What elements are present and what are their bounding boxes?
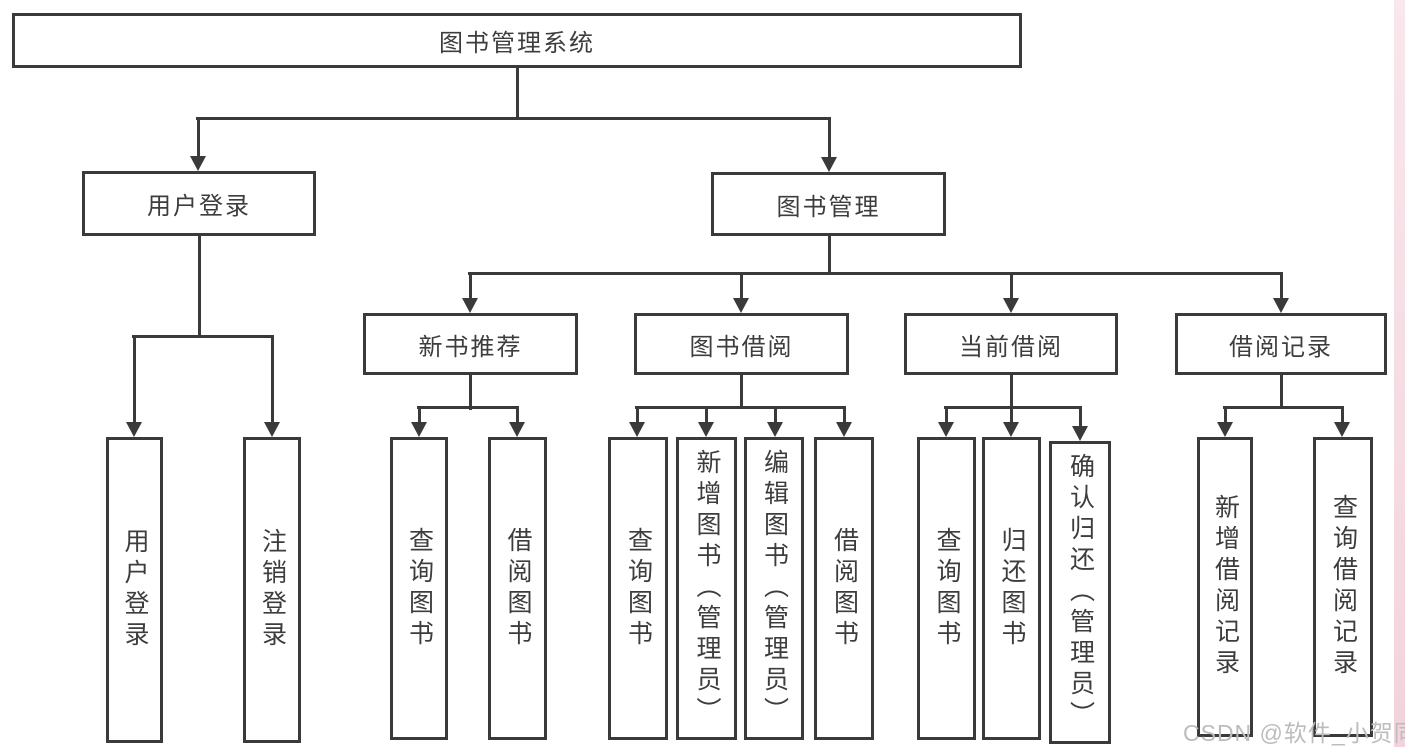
- arrowhead-down-icon: [1072, 426, 1088, 441]
- connector-line: [827, 236, 831, 275]
- connector-line: [515, 68, 519, 120]
- arrowhead-down-icon: [821, 157, 837, 172]
- leaf-cb-confirm-return-label: 确认归还（管理员）: [1066, 453, 1095, 732]
- leaf-br-query-record: 查询借阅记录: [1313, 437, 1373, 737]
- leaf-cb-query-book: 查询图书: [917, 437, 976, 740]
- node-user-login-label: 用户登录: [147, 193, 251, 220]
- arrowhead-down-icon: [1273, 298, 1289, 313]
- connector-line: [1009, 375, 1013, 409]
- connector-line: [417, 405, 519, 409]
- leaf-br-add-record-label: 新增借阅记录: [1211, 494, 1240, 680]
- connector-line: [1279, 375, 1283, 409]
- leaf-bb-add-book: 新增图书（管理员）: [676, 437, 737, 740]
- node-root-label: 图书管理系统: [439, 30, 595, 57]
- arrowhead-down-icon: [462, 298, 478, 313]
- leaf-bb-query-book: 查询图书: [608, 437, 668, 740]
- connector-line: [1223, 405, 1344, 409]
- leaf-br-query-record-label: 查询借阅记录: [1329, 494, 1358, 680]
- node-borrowing-records-label: 借阅记录: [1229, 333, 1333, 361]
- node-user-login: 用户登录: [82, 171, 316, 236]
- leaf-nb-borrow-book: 借阅图书: [488, 437, 547, 740]
- node-book-borrowing: 图书借阅: [634, 313, 849, 375]
- leaf-bb-borrow-book: 借阅图书: [814, 437, 874, 740]
- node-book-management-label: 图书管理: [776, 193, 881, 221]
- leaf-br-add-record: 新增借阅记录: [1197, 437, 1253, 737]
- leaf-user-login: 用户登录: [106, 437, 163, 743]
- arrowhead-down-icon: [767, 422, 783, 437]
- leaf-logout-label: 注销登录: [258, 528, 287, 652]
- connector-line: [1009, 407, 1013, 425]
- connector-line: [1279, 273, 1283, 301]
- connector-line: [1340, 407, 1344, 425]
- csdn-watermark: CSDN @软件_小贺同学: [1183, 720, 1405, 746]
- leaf-cb-confirm-return: 确认归还（管理员）: [1049, 441, 1111, 744]
- connector-line: [515, 407, 519, 425]
- connector-line: [1009, 273, 1013, 301]
- arrowhead-down-icon: [126, 422, 142, 437]
- connector-line: [944, 405, 1082, 409]
- connector-line: [704, 407, 708, 425]
- leaf-cb-return-book-label: 归还图书: [998, 526, 1026, 651]
- leaf-logout: 注销登录: [243, 437, 301, 743]
- arrowhead-down-icon: [509, 422, 525, 437]
- leaf-bb-edit-book: 编辑图书（管理员）: [744, 437, 804, 740]
- arrowhead-down-icon: [1217, 422, 1233, 437]
- connector-line: [842, 407, 846, 425]
- connector-line: [468, 271, 1283, 275]
- connector-line: [635, 407, 639, 425]
- connector-line: [196, 116, 831, 120]
- leaf-cb-query-book-label: 查询图书: [933, 526, 961, 651]
- arrowhead-down-icon: [938, 422, 954, 437]
- leaf-bb-borrow-book-label: 借阅图书: [830, 526, 859, 651]
- arrowhead-down-icon: [411, 422, 427, 437]
- connector-line: [132, 334, 274, 338]
- connector-line: [1223, 407, 1227, 425]
- arrowhead-down-icon: [733, 298, 749, 313]
- arrowhead-down-icon: [1003, 422, 1019, 437]
- leaf-user-login-label: 用户登录: [121, 528, 149, 652]
- leaf-cb-return-book: 归还图书: [982, 437, 1041, 740]
- connector-line: [773, 407, 777, 425]
- connector-line: [635, 405, 846, 409]
- connector-line: [468, 375, 472, 410]
- node-current-borrowing-label: 当前借阅: [959, 333, 1063, 361]
- connector-line: [944, 407, 948, 425]
- node-new-book-recommend-label: 新书推荐: [418, 333, 523, 361]
- leaf-bb-add-book-label: 新增图书（管理员）: [693, 449, 721, 728]
- connector-line: [417, 407, 421, 425]
- arrowhead-down-icon: [190, 156, 206, 171]
- leaf-nb-query-book: 查询图书: [390, 437, 448, 740]
- arrowhead-down-icon: [264, 422, 280, 437]
- arrowhead-down-icon: [836, 422, 852, 437]
- connector-line: [197, 236, 201, 338]
- connector-line: [132, 336, 136, 425]
- arrowhead-down-icon: [1003, 298, 1019, 313]
- connector-line: [468, 273, 472, 301]
- leaf-nb-borrow-book-label: 借阅图书: [504, 526, 532, 651]
- leaf-nb-query-book-label: 查询图书: [405, 526, 434, 651]
- connector-line: [739, 273, 743, 301]
- node-borrowing-records: 借阅记录: [1175, 313, 1387, 375]
- connector-line: [1078, 407, 1082, 429]
- connector-line: [827, 118, 831, 160]
- node-new-book-recommend: 新书推荐: [363, 313, 578, 375]
- arrowhead-down-icon: [1334, 422, 1350, 437]
- connector-line: [270, 336, 274, 425]
- node-root: 图书管理系统: [12, 13, 1022, 68]
- node-book-management: 图书管理: [711, 172, 946, 236]
- node-book-borrowing-label: 图书借阅: [689, 333, 794, 361]
- arrowhead-down-icon: [629, 422, 645, 437]
- connector-line: [739, 375, 743, 409]
- leaf-bb-query-book-label: 查询图书: [624, 526, 653, 651]
- leaf-bb-edit-book-label: 编辑图书（管理员）: [760, 449, 789, 728]
- right-edge-pink-strip: [1394, 0, 1405, 747]
- connector-line: [196, 118, 200, 159]
- node-current-borrowing: 当前借阅: [904, 313, 1118, 375]
- arrowhead-down-icon: [698, 422, 714, 437]
